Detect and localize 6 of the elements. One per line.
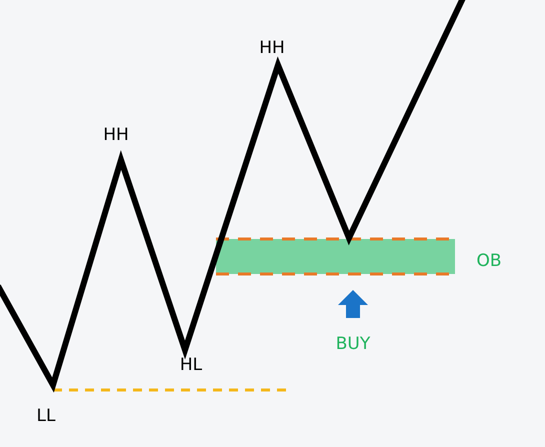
zone-label: OB [476, 251, 502, 271]
swing-high-label: HH [103, 125, 129, 145]
swing-low-label: LL [36, 406, 56, 426]
signal-label: BUY [336, 334, 370, 354]
swing-low-label: HL [180, 355, 202, 375]
swing-high-label: HH [259, 38, 285, 58]
